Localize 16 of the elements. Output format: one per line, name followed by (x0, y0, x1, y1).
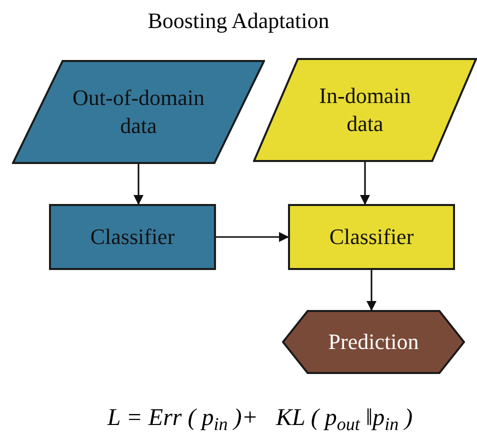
output-hexagon (282, 310, 465, 374)
diagram-title: Boosting Adaptation (146, 7, 330, 35)
node-label: Classifier (329, 223, 414, 251)
arrow (216, 232, 289, 242)
arrow (134, 164, 144, 205)
data-parallelogram (12, 60, 265, 164)
arrow (366, 270, 376, 311)
node-label: Out-of-domain data (72, 84, 206, 140)
loss-formula: L = Err ( p$_{in}$ )+ KL ( p$_{out}$ ‖p$_{in}$ ) (106, 404, 414, 436)
arrow (360, 162, 370, 205)
process-box (288, 204, 455, 270)
node-label: In-domain data (318, 82, 412, 138)
process-box (49, 204, 216, 270)
node-label: Classifier (90, 223, 175, 251)
node-label: Prediction (328, 328, 419, 356)
data-parallelogram (253, 58, 477, 162)
